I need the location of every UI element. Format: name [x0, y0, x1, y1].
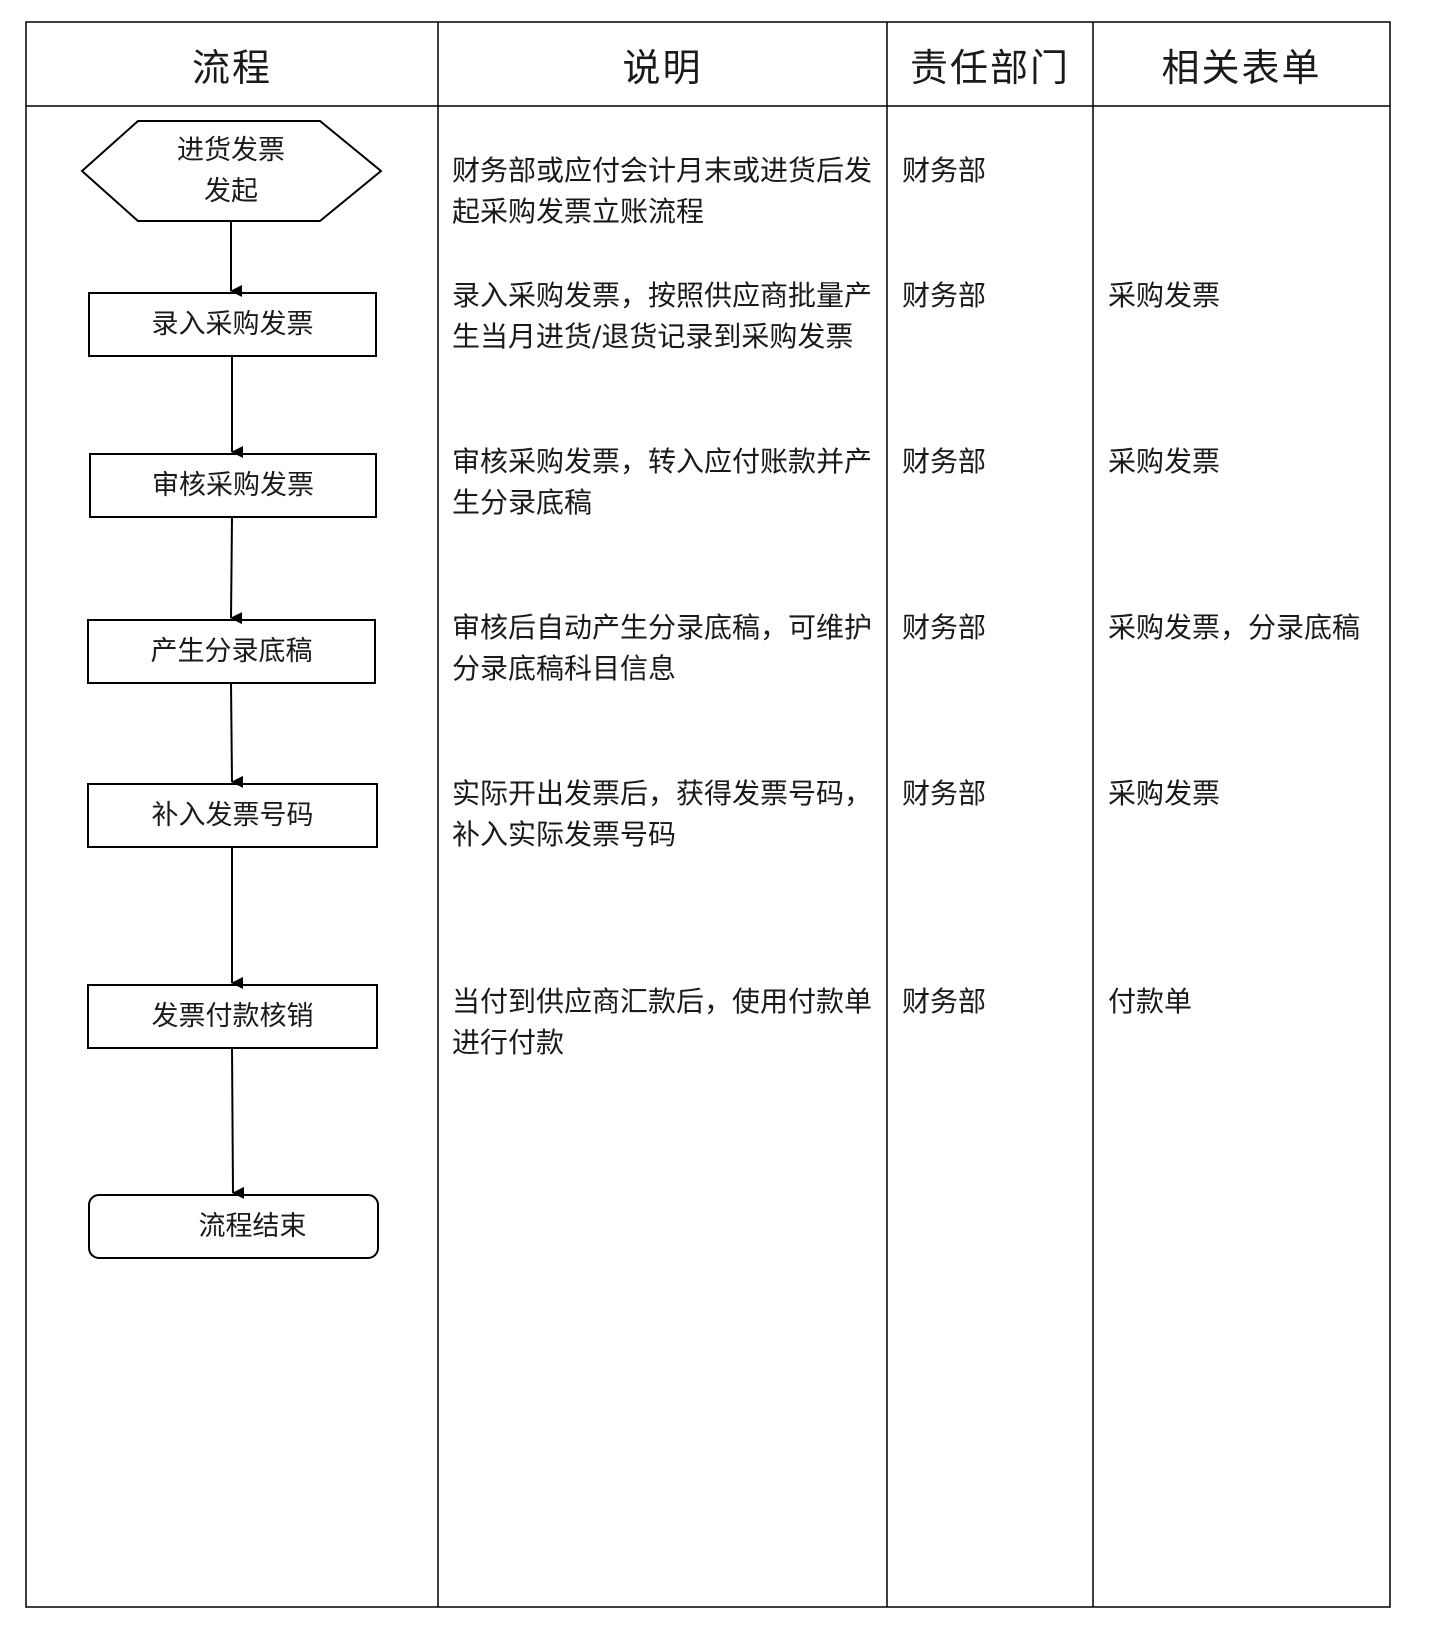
process-node-1-label: 录入采购发票 [151, 309, 314, 340]
step-form: 付款单 [1108, 985, 1193, 1018]
end-node-label: 流程结束 [198, 1211, 307, 1242]
step-department: 财务部 [902, 777, 987, 810]
process-node-4 [87, 783, 378, 848]
step-department: 财务部 [902, 154, 987, 187]
connector-arrow [231, 1047, 245, 1199]
header-forms: 相关表单 [1161, 45, 1322, 90]
start-node-label: 进货发票 发起 [120, 130, 342, 212]
step-department: 财务部 [902, 611, 987, 644]
start-node-label-line1: 进货发票 [177, 135, 285, 166]
process-node-4-label: 补入发票号码 [151, 800, 314, 831]
header-department: 责任部门 [909, 45, 1070, 90]
process-node-5 [87, 984, 378, 1049]
step-department: 财务部 [902, 445, 987, 478]
start-node-label-line2: 发起 [204, 176, 258, 207]
connector-arrow [230, 682, 244, 788]
process-node-2-label: 审核采购发票 [152, 470, 314, 501]
process-node-1 [88, 292, 377, 357]
step-description: 录入采购发票，按照供应商批量产生当月进货/退货记录到采购发票 [452, 279, 873, 353]
process-node-5-label: 发票付款核销 [151, 1001, 314, 1032]
step-description: 实际开出发票后，获得发票号码，补入实际发票号码 [452, 777, 873, 851]
step-form: 采购发票 [1108, 445, 1221, 478]
connector-arrow [230, 516, 243, 625]
process-node-3-label: 产生分录底稿 [150, 636, 313, 667]
step-description: 审核采购发票，转入应付账款并产生分录底稿 [452, 445, 873, 519]
step-form: 采购发票 [1108, 777, 1221, 810]
process-node-3 [87, 619, 376, 684]
step-department: 财务部 [902, 985, 987, 1018]
start-node-hexagon [80, 120, 383, 222]
process-node-2 [89, 453, 377, 518]
step-description: 财务部或应付会计月末或进货后发起采购发票立账流程 [452, 154, 873, 228]
header-flow: 流程 [191, 45, 272, 90]
step-form: 采购发票，分录底稿 [1108, 611, 1361, 644]
step-description: 当付到供应商汇款后，使用付款单进行付款 [452, 985, 873, 1059]
header-description: 说明 [622, 45, 703, 90]
step-department: 财务部 [902, 279, 987, 312]
step-description: 审核后自动产生分录底稿，可维护分录底稿科目信息 [452, 611, 873, 685]
step-form: 采购发票 [1108, 279, 1221, 312]
